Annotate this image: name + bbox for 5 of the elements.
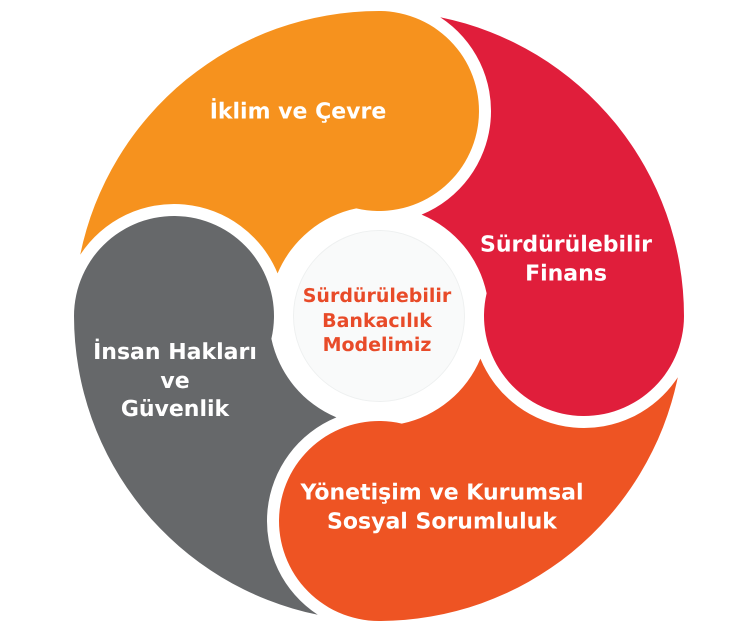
segment-label: Sürdürülebilir Finans [480, 231, 652, 288]
segment-label: İnsan Hakları ve Güvenlik [93, 339, 257, 424]
center-title: Sürdürülebilir Bankacılık Modelimiz [302, 284, 452, 358]
segment-label: Yönetişim ve Kurumsal Sosyal Sorumluluk [300, 479, 584, 536]
segment-label: İklim ve Çevre [210, 98, 386, 127]
